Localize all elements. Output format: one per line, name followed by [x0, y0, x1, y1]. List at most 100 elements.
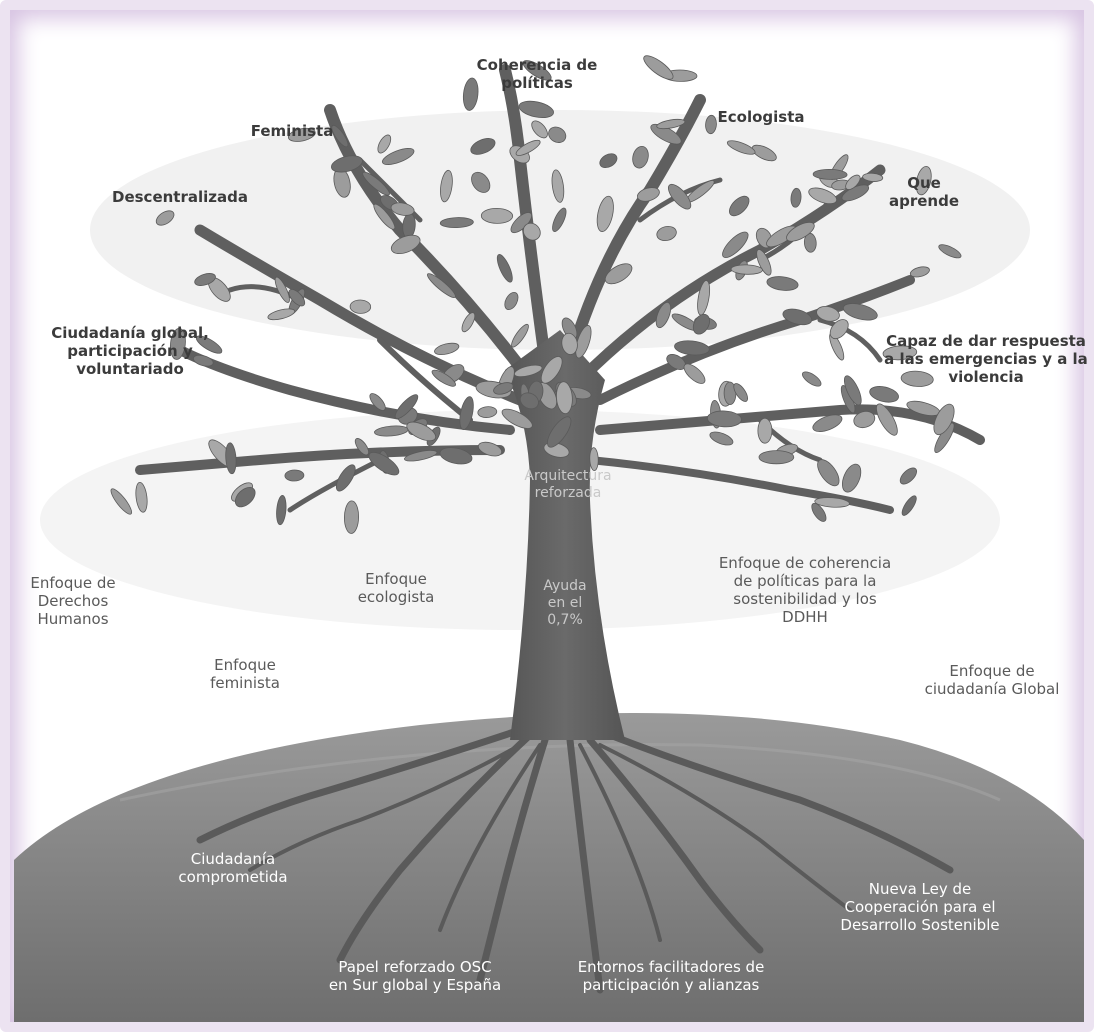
- tree-branch: [377, 337, 473, 423]
- tree-branch: [499, 64, 551, 366]
- tree-branch: [194, 224, 526, 406]
- tree-leaf: [434, 342, 460, 356]
- tree-root: [476, 736, 549, 984]
- tree-leaf: [845, 174, 861, 190]
- tree-leaf: [816, 306, 840, 322]
- tree-leaf: [439, 447, 473, 465]
- tree-leaf: [513, 364, 543, 378]
- tree-leaf: [284, 469, 305, 482]
- tree-leaf: [462, 77, 479, 111]
- tree-leaf: [842, 303, 878, 321]
- tree-leaf: [110, 488, 133, 515]
- tree-leaf: [377, 134, 392, 154]
- tree-leaf: [862, 172, 884, 182]
- tree-leaf: [274, 276, 290, 303]
- tree-leaf: [551, 169, 565, 203]
- tree-leaf: [369, 393, 386, 411]
- tree-leaf: [589, 447, 599, 471]
- tree-leaf: [843, 375, 862, 406]
- tree-leaf: [758, 450, 795, 465]
- tree-leaf: [876, 403, 898, 436]
- tree-leaf: [390, 202, 415, 216]
- tree-root: [606, 731, 954, 874]
- background-swirl: [90, 110, 1030, 350]
- tree-leaf: [692, 313, 710, 335]
- tree-leaf: [882, 345, 918, 361]
- tree-leaf: [518, 100, 554, 118]
- tree-leaf: [552, 207, 567, 232]
- tree-leaf: [330, 155, 363, 173]
- tree-root: [578, 743, 662, 942]
- tree-branch: [817, 317, 883, 363]
- tree-leaf: [632, 145, 649, 169]
- tree-branch: [595, 275, 915, 405]
- tree-leaf: [656, 118, 686, 130]
- tree-leaf: [480, 207, 514, 224]
- tree-leaf: [705, 114, 717, 135]
- tree-leaf: [901, 495, 917, 516]
- tree-leaf: [599, 153, 618, 169]
- tree-leaf: [522, 60, 552, 81]
- tree-leaf: [869, 386, 899, 403]
- tree-leaf: [471, 171, 491, 193]
- tree-leaf: [668, 183, 692, 210]
- label-ecologista: Ecologista: [717, 108, 805, 126]
- tree-leaf: [655, 301, 672, 329]
- tree-leaf: [390, 234, 421, 255]
- tree-leaf: [394, 394, 419, 419]
- tree-leaf: [195, 335, 223, 354]
- tree-leaf: [461, 312, 476, 333]
- tree-leaf: [404, 450, 438, 462]
- tree-branch: [175, 345, 515, 435]
- tree-trunk: [505, 330, 625, 740]
- tree-leaf: [287, 127, 316, 142]
- tree-leaf: [511, 323, 529, 348]
- tree-leaf: [431, 369, 456, 387]
- tree-leaf: [899, 467, 918, 485]
- tree-leaf: [501, 408, 533, 429]
- tree-roots: [196, 726, 954, 994]
- tree-leaves: [110, 55, 962, 534]
- tree-leaf: [362, 171, 390, 196]
- tree-leaf: [288, 289, 306, 307]
- tree-leaf: [733, 383, 749, 402]
- label-descentralizada: Descentralizada: [112, 188, 248, 206]
- tree-leaf: [522, 222, 541, 241]
- tree-leaf: [786, 221, 815, 242]
- tree-leaf: [817, 459, 840, 487]
- tree-leaf: [756, 249, 772, 276]
- tree-leaf: [276, 495, 287, 526]
- tree-root: [438, 743, 542, 932]
- tree-leaf: [726, 140, 756, 155]
- tree-leaf: [730, 264, 763, 275]
- tree-leaf: [515, 139, 541, 156]
- tree-leaf: [812, 168, 848, 180]
- tree-leaf: [853, 410, 876, 429]
- tree-leaf: [728, 195, 750, 217]
- tree-leaf: [373, 203, 396, 230]
- tree-leaf: [169, 327, 186, 360]
- tree-leaf: [722, 231, 749, 258]
- tree-leaf: [493, 382, 514, 395]
- tree-leaf: [709, 431, 734, 446]
- tree-leaf: [548, 126, 567, 143]
- tree-leaf: [604, 263, 633, 285]
- tree-leaf: [596, 195, 614, 232]
- tree-leaf: [354, 438, 369, 456]
- tree-leaf: [933, 403, 955, 436]
- tree-branch: [135, 445, 505, 475]
- tree-leaf: [790, 187, 802, 208]
- tree-leaf: [459, 396, 474, 430]
- tree-leaf: [811, 502, 827, 522]
